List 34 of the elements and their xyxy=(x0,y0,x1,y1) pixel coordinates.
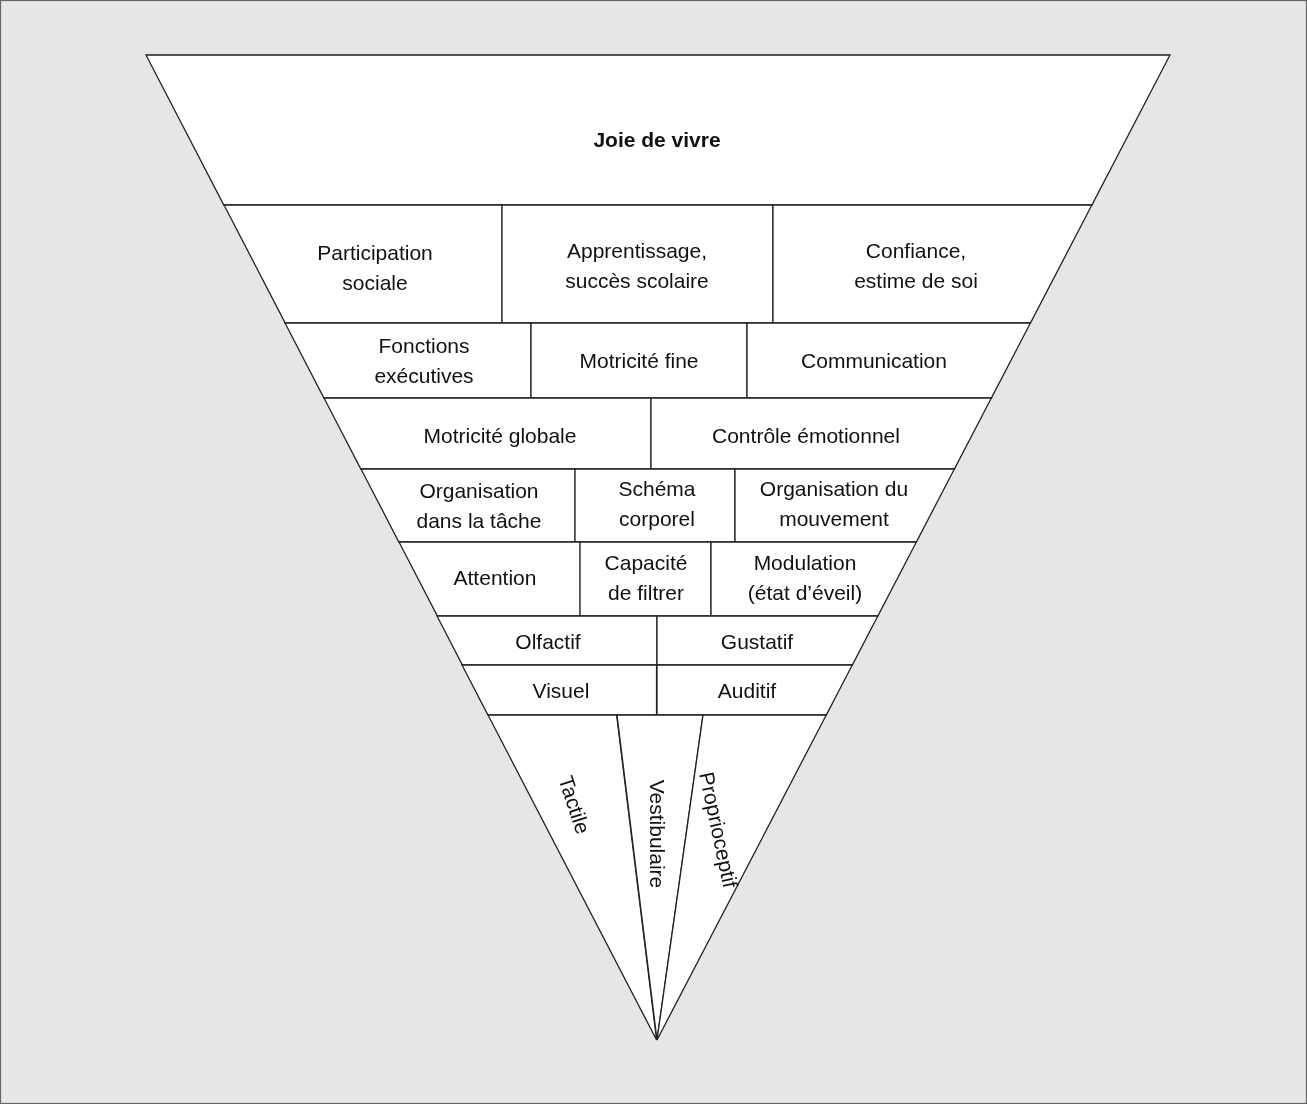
layer-label: Organisation dans la tâche xyxy=(415,477,543,534)
pyramid-layer xyxy=(711,542,917,616)
pyramid-layer xyxy=(575,469,735,542)
layer-label: Communication xyxy=(801,347,947,374)
layer-label: Auditif xyxy=(717,677,777,704)
layer-label: Modulation (état d’éveil) xyxy=(746,549,864,606)
layer-label: Contrôle émotionnel xyxy=(712,422,900,449)
pyramid-layer xyxy=(651,398,992,469)
pyramid-layer xyxy=(747,323,1031,398)
pyramid-layer xyxy=(323,398,651,469)
layer-label: Confiance, estime de soi xyxy=(853,237,979,294)
layer-label: Olfactif xyxy=(515,628,581,655)
layer-label: Vestibulaire xyxy=(645,779,671,889)
layer-label: Joie de vivre xyxy=(593,126,721,153)
layer-label: Capacité de filtrer xyxy=(603,549,689,606)
pyramid-layer xyxy=(502,205,773,323)
layer-label: Visuel xyxy=(532,677,590,704)
pyramid-layer xyxy=(657,665,853,715)
layer-label: Motricité globale xyxy=(423,422,577,449)
pyramid-layer xyxy=(437,616,657,665)
pyramid-layer xyxy=(531,323,747,398)
layer-label: Apprentissage, succès scolaire xyxy=(564,237,710,294)
layer-label: Schéma corporel xyxy=(617,475,697,532)
layer-label: Attention xyxy=(453,564,537,591)
pyramid-layer xyxy=(580,542,711,616)
layer-label: Gustatif xyxy=(720,628,794,655)
layer-label: Fonctions exécutives xyxy=(373,332,475,389)
layer-label: Motricité fine xyxy=(579,347,699,374)
pyramid-layer xyxy=(462,665,657,715)
layer-label: Participation sociale xyxy=(316,239,434,296)
layer-label: Organisation du mouvement xyxy=(759,475,909,532)
pyramid-layer xyxy=(773,205,1092,323)
pyramid-layer xyxy=(657,616,878,665)
layer-label: Tactile xyxy=(553,772,596,838)
